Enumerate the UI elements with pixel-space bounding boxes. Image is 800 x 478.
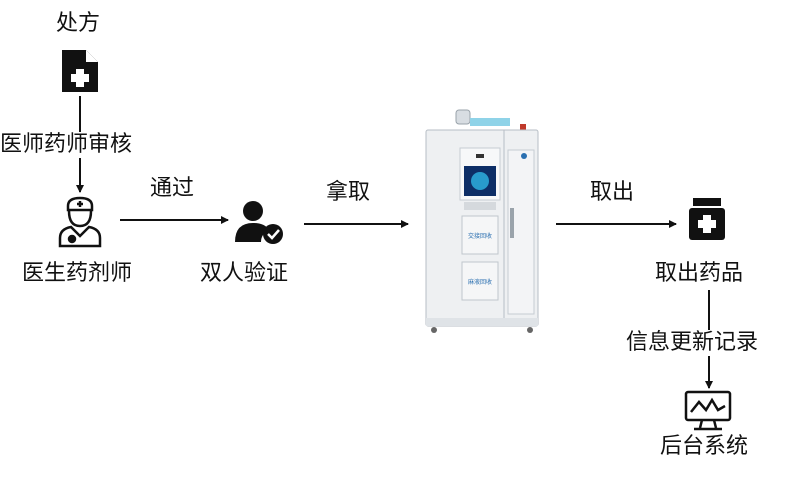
backend-system-label: 后台系统 xyxy=(660,434,749,459)
doctor-icon xyxy=(57,196,103,252)
edge-label-pass: 通过 xyxy=(150,176,195,201)
edge-label-doctor-review: 医师药师审核 xyxy=(0,132,133,158)
cabinet-panel-top-label: 交接回收 xyxy=(468,232,492,240)
medicine-bottle-icon xyxy=(689,198,725,244)
user-verified-icon xyxy=(235,200,285,250)
edge-label-update-record: 信息更新记录 xyxy=(626,330,759,356)
medicine-cabinet-image: 交接回收 麻液回收 xyxy=(420,108,544,340)
take-out-drugs-label: 取出药品 xyxy=(655,261,744,286)
prescription-document-icon xyxy=(62,50,98,96)
dual-auth-label: 双人验证 xyxy=(200,261,289,286)
cabinet-panel-bottom-label: 麻液回收 xyxy=(468,278,492,286)
edge-label-take-out: 取出 xyxy=(590,180,635,205)
edge-label-take: 拿取 xyxy=(326,180,371,205)
monitor-icon xyxy=(684,390,732,436)
doctor-pharmacist-label: 医生药剂师 xyxy=(22,261,133,286)
prescription-label: 处方 xyxy=(56,11,101,36)
